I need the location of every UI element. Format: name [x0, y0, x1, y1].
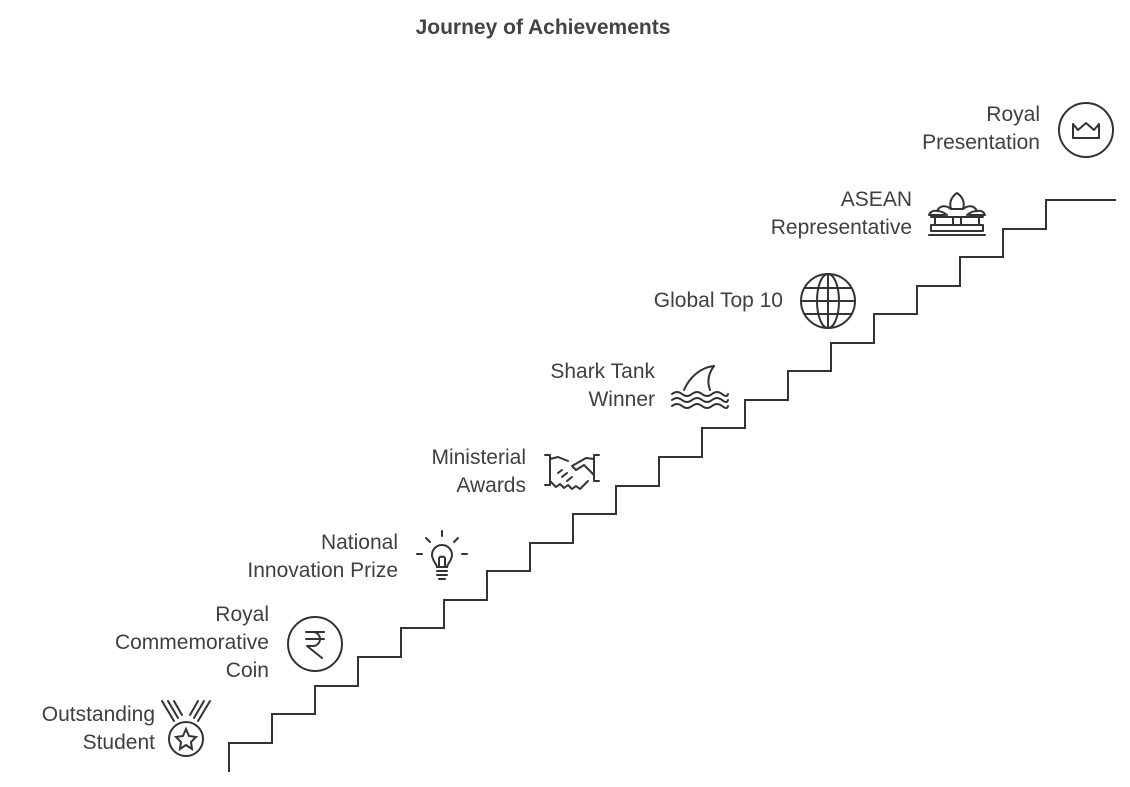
label-line: Winner	[588, 388, 655, 411]
label-line: Shark Tank	[550, 360, 655, 383]
label-line: Innovation Prize	[247, 559, 398, 582]
handshake-icon	[543, 451, 601, 495]
step-label-royal-presentation: Royal Presentation	[922, 101, 1040, 157]
label-line: Commemorative	[114, 631, 269, 654]
label-line: Global Top 10	[653, 289, 783, 312]
step-label-shark-tank: Shark Tank Winner	[550, 358, 655, 414]
step-label-national-innovation: National Innovation Prize	[247, 529, 398, 585]
globe-icon	[799, 272, 857, 330]
lightbulb-icon	[414, 530, 470, 586]
label-line: Awards	[456, 474, 526, 497]
step-label-ministerial-awards: Ministerial Awards	[431, 444, 526, 500]
label-line: Coin	[225, 659, 269, 682]
label-line: Student	[82, 731, 155, 754]
label-line: National	[320, 531, 398, 554]
label-line: Presentation	[922, 131, 1040, 154]
step-label-royal-coin: Royal Commemorative Coin	[115, 601, 269, 685]
label-line: Outstanding	[41, 703, 155, 726]
step-label-outstanding-student: Outstanding Student	[42, 701, 155, 757]
label-line: Representative	[770, 216, 912, 239]
label-line: Royal	[986, 103, 1040, 126]
label-line: Ministerial	[431, 446, 526, 469]
rupee-coin-icon	[286, 615, 344, 673]
temple-icon	[927, 191, 987, 239]
label-line: ASEAN	[840, 188, 912, 211]
step-label-global-top-10: Global Top 10	[654, 287, 783, 315]
medal-icon	[158, 697, 214, 759]
shark-fin-icon	[670, 362, 730, 410]
diagram-title: Journey of Achievements	[415, 16, 671, 39]
crown-icon	[1057, 101, 1115, 159]
step-label-asean: ASEAN Representative	[771, 186, 912, 242]
label-line: Royal	[215, 603, 269, 626]
